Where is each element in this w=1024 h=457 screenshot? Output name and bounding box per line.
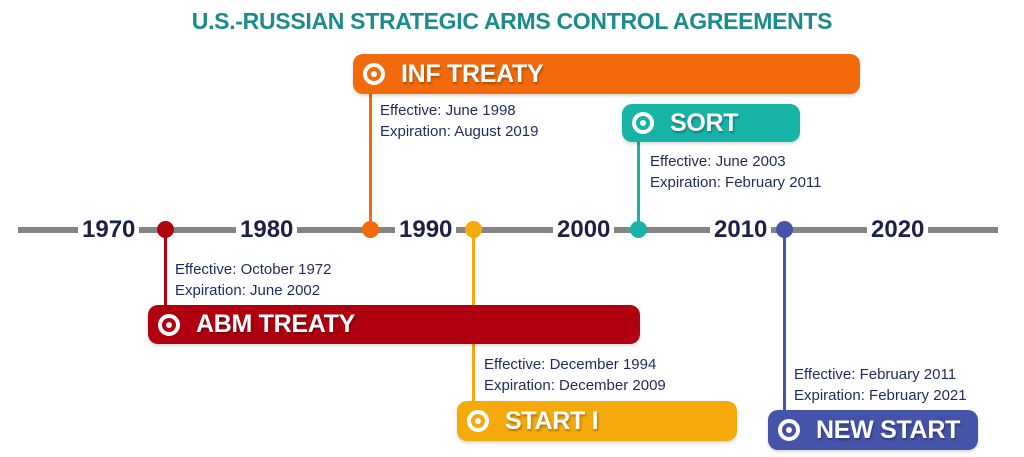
target-circle-icon <box>158 313 180 336</box>
inf-expiration: Expiration: August 2019 <box>380 123 539 140</box>
year-label-2020: 2020 <box>867 216 929 244</box>
abm-treaty-dates: Effective: October 1972 Expiration: June… <box>175 259 331 301</box>
newstart-effective: Effective: February 2011 <box>794 366 957 383</box>
abm-treaty-label: ABM TREATY <box>196 310 356 338</box>
newstart-dot-marker-icon <box>776 221 793 238</box>
newstart-dates: Effective: February 2011 Expiration: Feb… <box>794 364 967 406</box>
year-label-1990: 1990 <box>395 216 457 244</box>
target-circle-icon <box>778 419 800 441</box>
start1-dates: Effective: December 1994 Expiration: Dec… <box>484 354 666 396</box>
inf-treaty-dates: Effective: June 1998 Expiration: August … <box>380 100 538 142</box>
inf-connector-line <box>369 90 372 230</box>
newstart-connector-line <box>783 230 786 415</box>
inf-dot-marker-icon <box>362 221 379 238</box>
start1-label: START I <box>505 406 599 435</box>
abm-dot-marker-icon <box>157 221 174 238</box>
abm-connector-line <box>164 230 167 310</box>
inf-treaty-bar: INF TREATY <box>353 54 860 94</box>
inf-treaty-label: INF TREATY <box>401 59 544 88</box>
sort-label: SORT <box>670 108 739 137</box>
newstart-label: NEW START <box>816 415 961 444</box>
sort-bar: SORT <box>622 104 800 142</box>
sort-effective: Effective: June 2003 <box>650 153 786 170</box>
abm-treaty-bar: ABM TREATY <box>148 305 640 344</box>
sort-connector-line <box>637 138 640 230</box>
timeline-axis <box>18 227 998 233</box>
inf-effective: Effective: June 1998 <box>380 102 516 119</box>
start1-bar: START I <box>457 401 737 441</box>
start1-expiration: Expiration: December 2009 <box>484 377 666 394</box>
year-label-1970: 1970 <box>78 216 140 244</box>
sort-expiration: Expiration: February 2011 <box>650 174 822 191</box>
target-circle-icon <box>363 63 385 85</box>
page-title: U.S.-RUSSIAN STRATEGIC ARMS CONTROL AGRE… <box>191 8 833 34</box>
sort-dates: Effective: June 2003 Expiration: Februar… <box>650 151 821 193</box>
target-circle-icon <box>632 112 654 134</box>
start1-dot-marker-icon <box>465 221 482 238</box>
abm-expiration: Expiration: June 2002 <box>175 282 321 299</box>
sort-dot-marker-icon <box>630 221 647 238</box>
newstart-bar: NEW START <box>768 410 978 450</box>
year-label-2000: 2000 <box>553 216 615 244</box>
year-label-2010: 2010 <box>710 216 772 244</box>
target-circle-icon <box>467 410 489 432</box>
year-label-1980: 1980 <box>236 216 298 244</box>
start1-effective: Effective: December 1994 <box>484 356 657 373</box>
abm-effective: Effective: October 1972 <box>175 261 332 278</box>
newstart-expiration: Expiration: February 2021 <box>794 387 967 404</box>
